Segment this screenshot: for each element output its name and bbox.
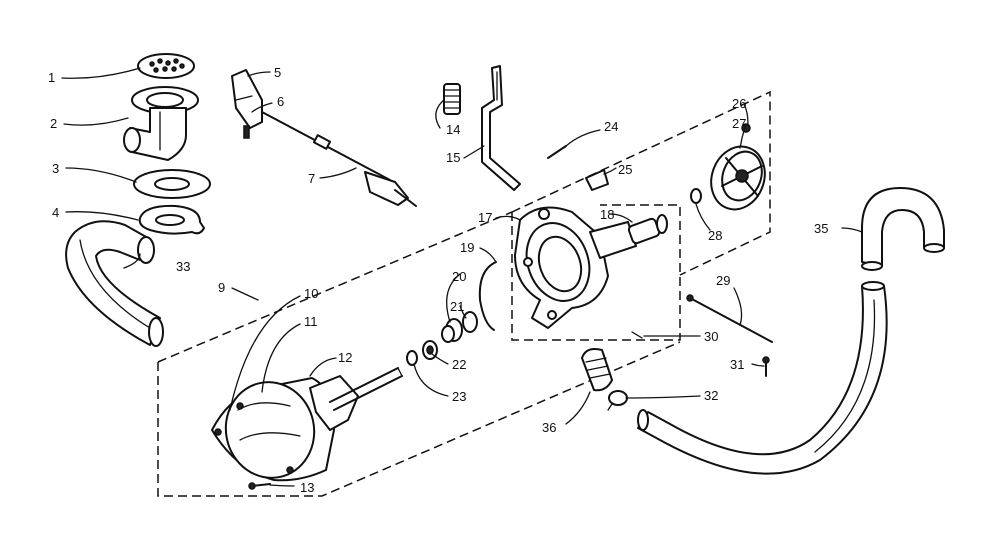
part-check-valve — [581, 348, 613, 392]
callout-17: 17 — [478, 210, 492, 225]
part-pump-body — [514, 206, 637, 329]
callout-25: 25 — [618, 162, 632, 177]
callout-14: 14 — [446, 122, 460, 137]
callout-4: 4 — [52, 205, 59, 220]
callout-36: 36 — [542, 420, 556, 435]
leader-lines — [61, 67, 863, 487]
part-pin-25 — [585, 169, 609, 191]
part-strainer-disc — [137, 53, 195, 79]
part-spring-clip-24 — [547, 145, 567, 159]
callout-3: 3 — [52, 161, 59, 176]
callout-27: 27 — [732, 116, 746, 131]
callout-15: 15 — [446, 150, 460, 165]
assembly-outline-upper — [511, 90, 771, 341]
part-seal-21 — [441, 311, 478, 343]
callout-31: 31 — [730, 357, 744, 372]
callout-7: 7 — [308, 171, 315, 186]
part-pivot-shaft — [261, 111, 417, 207]
callout-20: 20 — [452, 269, 466, 284]
part-screw-13 — [248, 482, 271, 490]
part-drain-hose-elbow — [65, 220, 164, 347]
callout-35: 35 — [814, 221, 828, 236]
callout-18: 18 — [600, 207, 614, 222]
callout-24: 24 — [604, 119, 618, 134]
part-bracket — [481, 65, 521, 191]
callout-33: 33 — [176, 259, 190, 274]
part-screw-31 — [762, 356, 770, 377]
part-gasket — [133, 169, 211, 199]
part-shaft-coupling — [627, 214, 668, 245]
assembly-outline-lower — [157, 211, 681, 497]
part-rod-29 — [686, 294, 773, 343]
callout-22: 22 — [452, 357, 466, 372]
part-hose-clamp — [607, 390, 628, 411]
part-spring-14 — [443, 83, 461, 115]
callout-5: 5 — [274, 65, 281, 80]
callout-labels: 1 2 3 4 5 6 7 9 10 11 12 13 14 15 17 18 … — [48, 65, 828, 495]
part-drain-housing — [123, 86, 199, 161]
part-pin-30 — [631, 331, 643, 339]
callout-1: 1 — [48, 70, 55, 85]
callout-12: 12 — [338, 350, 352, 365]
part-drain-hose-long — [637, 187, 945, 475]
callout-29: 29 — [716, 273, 730, 288]
part-washer-23 — [406, 350, 418, 366]
callout-21: 21 — [450, 299, 464, 314]
callout-9: 9 — [218, 280, 225, 295]
part-motor-housing — [211, 377, 336, 482]
callout-19: 19 — [460, 240, 474, 255]
part-fan-shaft — [309, 367, 403, 431]
part-cam — [231, 69, 263, 129]
callout-26: 26 — [732, 96, 746, 111]
part-retaining-wire — [478, 261, 497, 331]
callout-2: 2 — [50, 116, 57, 131]
callout-11: 11 — [304, 314, 318, 329]
callout-28: 28 — [708, 228, 722, 243]
callout-30: 30 — [704, 329, 718, 344]
part-impeller-wheel — [690, 123, 766, 211]
callout-13: 13 — [300, 480, 314, 495]
callout-23: 23 — [452, 389, 466, 404]
part-mounting-plate — [138, 204, 205, 235]
callout-6: 6 — [277, 94, 284, 109]
callout-32: 32 — [704, 388, 718, 403]
part-screw-6 — [243, 125, 250, 139]
callout-10: 10 — [304, 286, 318, 301]
